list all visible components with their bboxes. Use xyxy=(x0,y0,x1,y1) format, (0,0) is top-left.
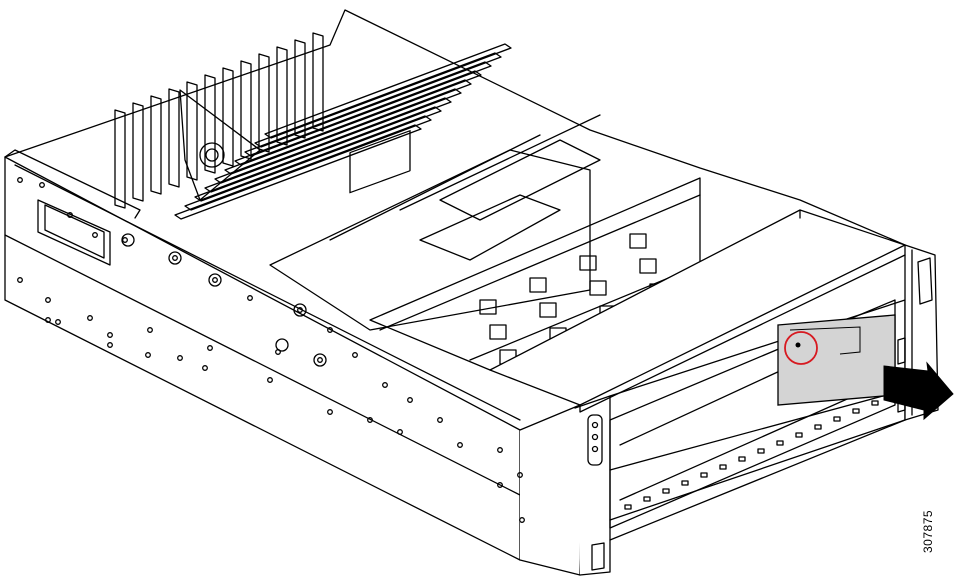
pcie-card xyxy=(204,74,216,174)
fan-cage xyxy=(269,114,601,331)
screw-hole xyxy=(212,277,218,283)
dimm-slot xyxy=(234,70,482,166)
screw-hole xyxy=(247,295,253,301)
screw-hole xyxy=(45,297,51,303)
screw-hole xyxy=(407,397,413,403)
highlighted-blank-panel xyxy=(777,314,896,406)
drive-slot xyxy=(489,324,507,340)
side-handle-cutout xyxy=(37,199,111,266)
screw-hole xyxy=(397,429,403,435)
large-screw-ring xyxy=(168,251,182,265)
screw-hole xyxy=(17,177,23,183)
screw-hole xyxy=(517,472,523,478)
screw-hole xyxy=(45,317,51,323)
dimm-slot xyxy=(264,43,512,139)
rail-hole xyxy=(795,432,803,438)
dimm-slot xyxy=(224,79,472,175)
screw-hole xyxy=(202,365,208,371)
drive-slot xyxy=(589,280,607,296)
rail-hole xyxy=(624,504,632,510)
screw-hole xyxy=(367,417,373,423)
removal-direction-arrow xyxy=(883,361,954,421)
pcie-card xyxy=(132,102,144,202)
dimm-slot xyxy=(204,97,452,193)
screw-hole xyxy=(352,352,358,358)
drive-slot xyxy=(529,277,547,293)
pcie-card xyxy=(294,39,306,139)
screw-hole xyxy=(17,277,23,283)
screw-callout-circle xyxy=(784,331,818,365)
rail-hole xyxy=(681,480,689,486)
rail-hole xyxy=(852,408,860,414)
dimm-slot xyxy=(184,115,432,211)
screw-hole xyxy=(122,237,128,243)
rail-hole xyxy=(871,400,879,406)
dimm-slot xyxy=(194,106,442,202)
pcie-card xyxy=(114,109,126,209)
screw-hole xyxy=(267,377,273,383)
large-screw-ring xyxy=(293,303,307,317)
screw-hole xyxy=(92,232,98,238)
screw-hole xyxy=(107,332,113,338)
left-bezel-ear xyxy=(587,414,605,571)
screw-hole xyxy=(317,357,323,363)
rail-hole xyxy=(757,448,765,454)
large-screw-ring xyxy=(275,338,289,352)
screw-hole xyxy=(55,319,61,325)
rail-hole xyxy=(719,464,727,470)
screw-hole xyxy=(67,212,73,218)
screw-hole xyxy=(497,482,503,488)
screw-hole xyxy=(497,447,503,453)
drive-slot xyxy=(539,302,557,318)
dimm-slot xyxy=(174,124,422,220)
rail-hole xyxy=(700,472,708,478)
pcie-card xyxy=(276,46,288,146)
pcie-card xyxy=(150,95,162,195)
rail-hole xyxy=(814,424,822,430)
rail-hole xyxy=(738,456,746,462)
chassis-outline xyxy=(4,9,939,576)
pcie-card xyxy=(186,81,198,181)
drive-slot xyxy=(639,258,657,274)
pcie-card xyxy=(222,67,234,167)
screw-hole xyxy=(145,352,151,358)
screw-hole xyxy=(107,342,113,348)
wall-screw-holes xyxy=(17,177,525,523)
screw-hole xyxy=(147,327,153,333)
figure-number: 307875 xyxy=(921,509,935,553)
screw-hole xyxy=(177,355,183,361)
large-screw-ring xyxy=(208,273,222,287)
rail-hole xyxy=(776,440,784,446)
dimm-slot xyxy=(244,61,492,157)
screw-hole xyxy=(172,255,178,261)
large-screw-ring xyxy=(313,353,327,367)
screw-hole xyxy=(437,417,443,423)
screw-hole xyxy=(87,315,93,321)
memory-dimm-rows xyxy=(174,43,512,220)
screw-hole xyxy=(327,327,333,333)
rail-hole xyxy=(662,488,670,494)
large-screw-ring xyxy=(121,233,135,247)
front-cover-plate xyxy=(489,209,906,413)
screw-hole xyxy=(297,307,303,313)
pcie-card xyxy=(168,88,180,188)
drive-slot xyxy=(579,255,597,271)
pcie-card xyxy=(240,60,252,160)
dimm-slot xyxy=(254,52,502,148)
rail-hole xyxy=(833,416,841,422)
rail-hole xyxy=(643,496,651,502)
drive-slot xyxy=(629,233,647,249)
pcie-card xyxy=(312,32,324,132)
pcie-slot-cards xyxy=(114,32,324,209)
screw-hole xyxy=(207,345,213,351)
screw-hole xyxy=(457,442,463,448)
dimm-slot xyxy=(214,88,462,184)
pcie-card xyxy=(258,53,270,153)
screw-hole xyxy=(327,409,333,415)
screw-hole xyxy=(39,182,45,188)
drive-slot xyxy=(479,299,497,315)
screw-hole xyxy=(382,382,388,388)
screw-hole xyxy=(519,517,525,523)
